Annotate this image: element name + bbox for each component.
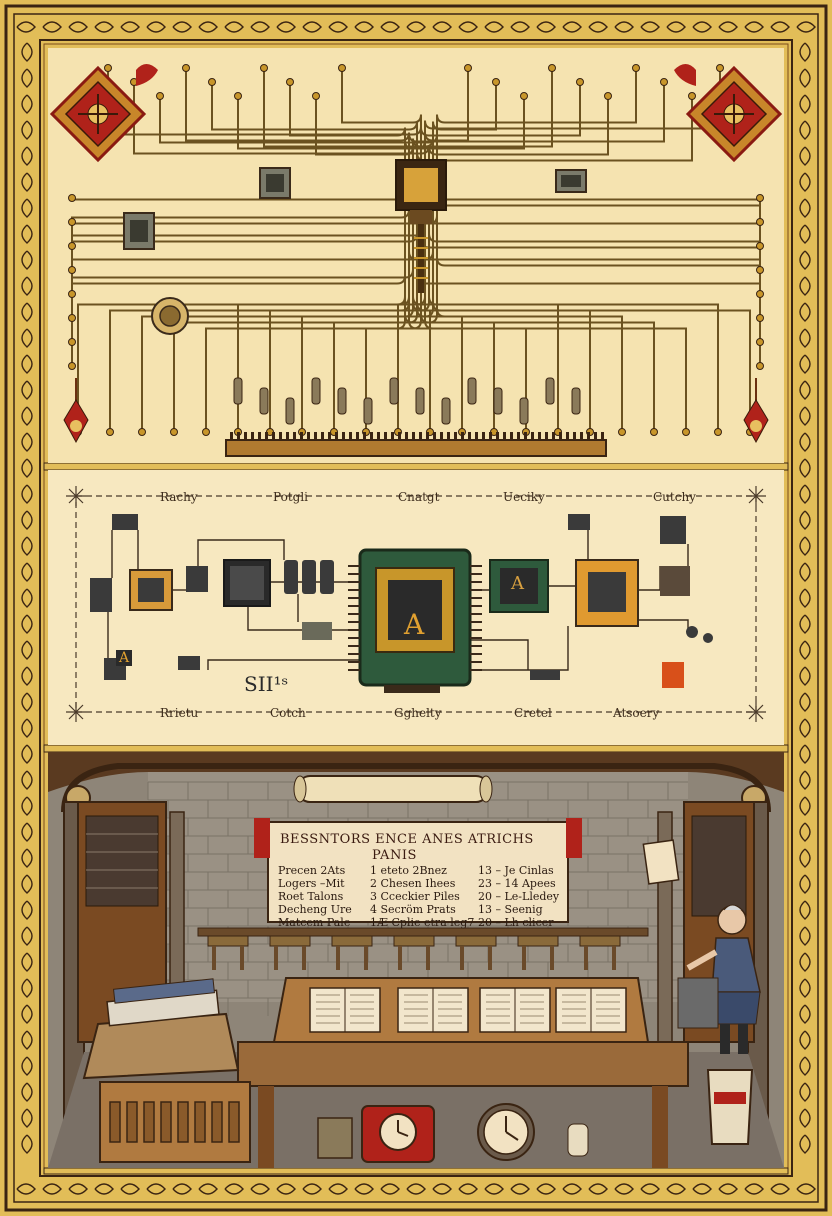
poster-col1-line: Decheng Ure (278, 903, 352, 916)
poster-col1-line: Logers –Mit (278, 877, 345, 890)
poster-column-3: 13 – Je Cinlas 23 – 14 Apees 20 – Le-Lle… (478, 864, 559, 929)
schematic-bottom-label-4: Cretel (514, 706, 552, 720)
workshop-panel: BESSNTORS ENCE ANES ATRICHS PANIS Precen… (48, 752, 784, 1168)
capacitor-group-icon (284, 560, 334, 594)
craftsman-figure (677, 904, 761, 1054)
poster-col2-line: 1Æ Cplie etra leg7 (370, 916, 475, 929)
orange-chip-icon (575, 559, 639, 627)
component-small-4-icon (302, 622, 332, 640)
ornate-diamond-left-icon (49, 64, 158, 163)
poster-col2-line: 1 eteto 2Bnez (370, 864, 447, 877)
central-chip-icon (395, 159, 447, 293)
pendant-left-icon (63, 378, 89, 444)
side-chip-letter: A (511, 573, 524, 594)
schematic-top-label-2: Potgli (273, 490, 308, 504)
schematic-bottom-label-3: Gghelty (394, 706, 442, 720)
poster-col2-line: 2 Chesen Ihees (370, 877, 456, 890)
connector-strip (225, 432, 607, 457)
main-chip-letter: A (404, 608, 425, 641)
poster-col2-line: 3 Cceckier Piles (370, 890, 460, 903)
chip-left-orange-icon (129, 569, 173, 611)
schematic-panel: Rachy Potgli Cnatgt Ueciky Cutchy Rrietu… (48, 470, 784, 745)
component-small-5-icon (660, 516, 686, 544)
component-small-7-icon (568, 514, 590, 530)
schematic-bottom-label-2: Cotch (270, 706, 306, 720)
jar-icon (567, 1123, 589, 1157)
rolled-scroll-icon (293, 775, 493, 803)
desk-clock-icon (361, 1105, 435, 1163)
component-small-9-icon (178, 656, 200, 670)
poster-col2-line: 4 Secröm Prats (370, 903, 456, 916)
coil-icon (151, 297, 189, 335)
component-small-6-icon (660, 566, 690, 596)
schematic-drawing (48, 470, 784, 745)
schematic-top-label-3: Cnatgt (398, 490, 440, 504)
poster-col1-line: Matcem Pale (278, 916, 351, 929)
schematic-squiggle-text: SII¹ˢ (244, 672, 289, 696)
ornate-diamond-right-icon (674, 64, 783, 163)
poster-col3-line: 20 – Lh clicer (478, 916, 554, 929)
poster-col3-line: 13 – Je Cinlas (478, 864, 554, 877)
poster-col1-line: Roet Talons (278, 890, 344, 903)
schematic-top-label-5: Cutchy (653, 490, 696, 504)
schematic-top-label-1: Rachy (160, 490, 198, 504)
radio-icon (317, 1117, 353, 1159)
component-small-2-icon (112, 514, 138, 530)
hanging-sign-icon (642, 839, 680, 885)
component-small-1-icon (90, 578, 112, 612)
small-chip-upper-left-icon (259, 167, 291, 199)
side-chip-right-icon (489, 559, 549, 613)
pendant-right-icon (743, 378, 769, 444)
component-small-8-icon (530, 670, 560, 680)
price-poster (254, 818, 582, 923)
schematic-bottom-label-1: Rrietu (160, 706, 199, 720)
poster-column-1: Precen 2Ats Logers –Mit Roet Talons Dech… (278, 864, 352, 929)
schematic-bottom-label-5: Atsoery (613, 706, 660, 720)
poster-title-line-1: BESSNTORS ENCE ANES ATRICHS (280, 832, 534, 847)
book-stack-icon (82, 978, 240, 1080)
chip-left-black-icon (223, 559, 271, 607)
circuit-trace-drawing (48, 48, 784, 463)
border-swirl-pattern (16, 21, 816, 1195)
schematic-top-label-4: Ueciky (503, 490, 545, 504)
bucket-icon (706, 1069, 754, 1145)
small-chip-left-icon (123, 212, 155, 250)
component-small-3-icon (186, 566, 208, 592)
poster-col1-line: Precen 2Ats (278, 864, 346, 877)
poster-col3-line: 23 – 14 Apees (478, 877, 556, 890)
tool-chest-icon (99, 1081, 251, 1163)
knob-icon (686, 626, 713, 643)
poster-col3-line: 20 – Le-Lledey (478, 890, 560, 903)
circuit-trace-panel (48, 48, 784, 463)
wall-clock-icon (477, 1103, 535, 1161)
red-tile-icon (662, 662, 684, 688)
pin-connector-icon (384, 685, 440, 693)
poster-title-line-2: PANIS (372, 848, 417, 863)
main-processor-chip-icon (348, 548, 482, 687)
small-chip-letter: A (116, 650, 133, 666)
poster-col3-line: 13 – Seenig (478, 903, 543, 916)
workshop-scene (48, 752, 784, 1168)
small-chip-right-icon (555, 169, 587, 193)
poster-column-2: 1 eteto 2Bnez 2 Chesen Ihees 3 Cceckier … (370, 864, 474, 929)
